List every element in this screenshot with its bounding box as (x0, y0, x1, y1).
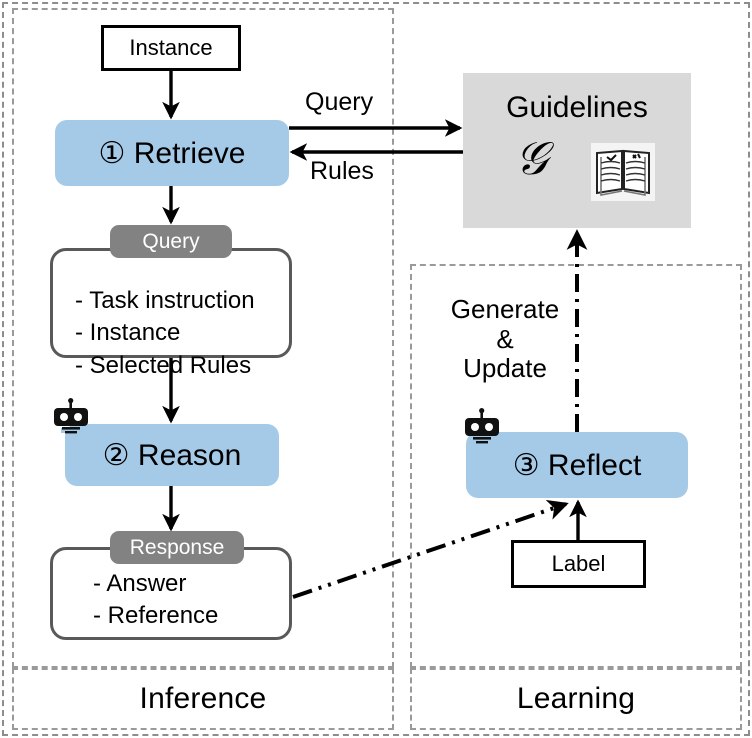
learning-label: Learning (516, 682, 636, 715)
guidelines-node[interactable]: Guidelines 𝒢 (463, 73, 691, 228)
reason-label: ② Reason (102, 438, 242, 472)
query-item: - Selected Rules (75, 351, 252, 379)
query-panel-items: - Task instruction - Instance - Selected… (75, 285, 255, 382)
rules-edge-label: Rules (310, 157, 374, 185)
robot-icon (50, 398, 92, 438)
response-tab-label: Response (129, 535, 225, 559)
instance-node[interactable]: Instance (101, 25, 241, 71)
response-item: - Answer (93, 570, 187, 597)
response-item: - Reference (93, 602, 219, 630)
query-panel[interactable]: - Task instruction - Instance - Selected… (50, 248, 292, 379)
learning-footer-box: Learning (410, 668, 742, 730)
reflect-label: ③ Reflect (512, 448, 642, 482)
retrieve-node[interactable]: ① Retrieve (55, 120, 289, 186)
reason-node[interactable]: ② Reason (65, 424, 279, 486)
response-panel-items: - Answer - Reference (93, 568, 218, 633)
generate-update-edge-label: Generate & Update (450, 294, 560, 384)
query-panel-tab: Query (110, 225, 232, 258)
label-node[interactable]: Label (511, 540, 646, 588)
inference-footer-box: Inference (12, 668, 394, 730)
query-item: - Instance (75, 319, 181, 347)
retrieve-label: ① Retrieve (98, 136, 246, 170)
open-book-icon (591, 143, 655, 201)
label-node-text: Label (551, 551, 606, 576)
instance-label: Instance (129, 35, 213, 60)
query-tab-label: Query (142, 229, 200, 253)
reflect-node[interactable]: ③ Reflect (466, 432, 688, 498)
query-item: - Task instruction (75, 287, 255, 314)
query-edge-label: Query (305, 88, 374, 116)
inference-label: Inference (139, 682, 267, 715)
inference-section-box (12, 8, 394, 668)
response-panel-tab: Response (110, 531, 244, 564)
guidelines-title: Guidelines (506, 91, 648, 124)
guidelines-g-symbol: 𝒢 (515, 131, 548, 185)
robot-icon (461, 408, 503, 448)
